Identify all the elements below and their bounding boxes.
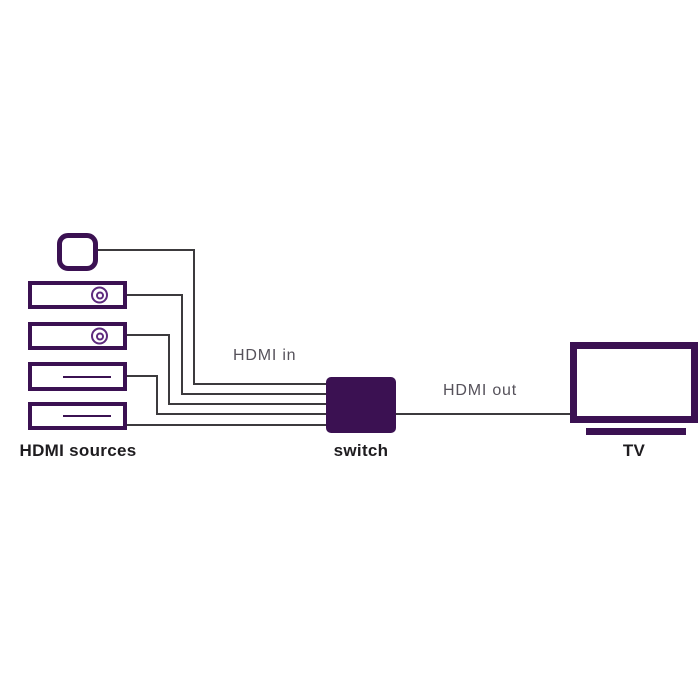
disc-icon [91,327,108,345]
tv-label: TV [622,441,646,460]
connection-source-3-to-switch [126,334,326,405]
slot-player-1-device [28,362,127,391]
disc-center-icon [95,291,104,299]
hdmi-in-label: HDMI in [233,347,297,364]
hdmi-out-label: HDMI out [443,382,517,399]
connection-source-4-to-switch [126,375,326,415]
switch-label: switch [333,441,389,460]
tv-screen [570,342,698,423]
disc-icon [91,286,108,304]
connection-source-1-to-switch [96,249,326,385]
hdmi-switch-box [326,377,396,433]
tv-stand [586,428,686,435]
slot-icon [63,415,111,417]
disc-player-2-device [28,322,127,350]
disc-player-1-device [28,281,127,309]
slot-player-2-device [28,402,127,430]
slot-icon [63,375,111,378]
streaming-box-device [57,233,98,271]
hdmi-sources-label: HDMI sources [19,441,137,460]
connection-source-2-to-switch [126,294,326,395]
disc-center-icon [95,332,104,340]
